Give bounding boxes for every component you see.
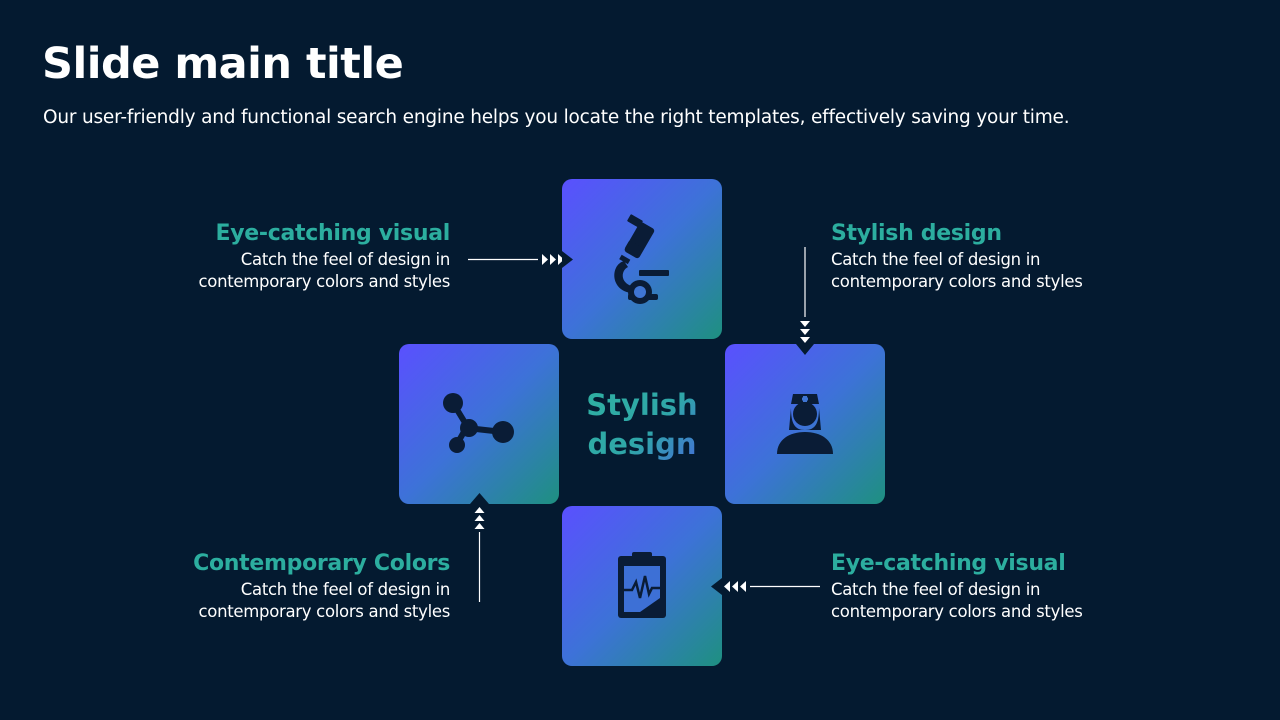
connector-bottom-left (470, 493, 489, 602)
connector-top-left (468, 251, 573, 268)
slide-subtitle: Our user-friendly and functional search … (43, 107, 1070, 128)
text-block-bottom-right: Eye-catching visual Catch the feel of de… (831, 549, 1171, 623)
block-body-line: contemporary colors and styles (198, 602, 451, 621)
microscope-icon (614, 214, 669, 304)
block-body: Catch the feel of design in contemporary… (110, 579, 451, 623)
text-block-top-right: Stylish design Catch the feel of design … (831, 219, 1171, 293)
block-body-line: Catch the feel of design in (831, 580, 1041, 599)
tile-top (562, 179, 722, 339)
connector-top-right (796, 247, 814, 355)
block-body-line: Catch the feel of design in (831, 250, 1041, 269)
tile-bottom (562, 506, 722, 666)
block-heading: Eye-catching visual (215, 221, 451, 246)
molecule-icon (443, 393, 514, 453)
block-body-line: Catch the feel of design in (240, 580, 451, 599)
block-body: Catch the feel of design in contemporary… (831, 579, 1171, 623)
center-label: Stylish design (560, 386, 724, 464)
block-heading: Eye-catching visual (831, 551, 1066, 576)
text-block-bottom-left: Contemporary Colors Catch the feel of de… (110, 549, 450, 623)
block-body-line: contemporary colors and styles (831, 272, 1083, 291)
tile-left (399, 344, 559, 504)
block-body: Catch the feel of design in contemporary… (831, 249, 1171, 293)
connector-bottom-right (711, 578, 820, 595)
block-heading: Stylish design (831, 221, 1002, 246)
block-body: Catch the feel of design in contemporary… (110, 249, 451, 293)
block-body-line: Catch the feel of design in (240, 250, 451, 269)
center-label-line2: design (587, 427, 697, 461)
tile-right (725, 344, 885, 504)
clipboard-ecg-icon (618, 552, 666, 618)
nurse-icon (777, 394, 833, 454)
block-heading: Contemporary Colors (193, 551, 450, 576)
center-label-line1: Stylish (586, 388, 698, 422)
slide-title: Slide main title (42, 39, 404, 89)
block-body-line: contemporary colors and styles (831, 602, 1083, 621)
block-body-line: contemporary colors and styles (198, 272, 451, 291)
text-block-top-left: Eye-catching visual Catch the feel of de… (110, 219, 451, 293)
